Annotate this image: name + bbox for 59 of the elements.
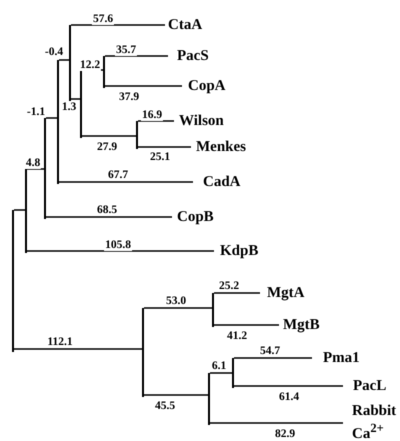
branch-length: 25.1: [148, 151, 172, 163]
branch-length: -1.1: [26, 106, 46, 118]
tree-branch: [138, 120, 174, 122]
taxon-label: Wilson: [174, 112, 224, 130]
branch-length: 68.5: [96, 204, 118, 216]
tree-branch: [46, 216, 172, 218]
taxon-label: PacL: [343, 378, 386, 394]
tree-branch: [138, 146, 191, 148]
tree-branch: [105, 55, 168, 57]
branch-length: 105.8: [104, 239, 132, 251]
branch-length: 45.5: [154, 400, 176, 412]
tree-branch: [46, 117, 57, 119]
branch-length: 112.1: [46, 336, 74, 348]
branch-length: 41.2: [226, 330, 248, 342]
tree-branch: [144, 394, 208, 396]
tree-branch: [234, 385, 343, 387]
branch-length: 82.9: [274, 428, 296, 440]
tree-branch: [14, 348, 142, 350]
branch-length: 25.2: [218, 280, 240, 292]
tree-branch: [59, 181, 193, 183]
tree-branch: [144, 307, 212, 309]
tree-branch: [214, 292, 260, 294]
branch-length: 35.7: [114, 44, 138, 56]
branch-length: 1.3: [60, 101, 78, 113]
tree-branch: [14, 209, 25, 211]
taxon-label: CopA: [182, 78, 226, 94]
branch-length: 16.9: [140, 109, 164, 121]
taxon-label: CtaA: [165, 16, 202, 34]
branch-length: 4.8: [24, 157, 42, 169]
taxon-label: MgtB: [279, 316, 320, 334]
taxon-label: CopB: [172, 208, 214, 226]
tree-branch: [105, 85, 182, 87]
taxon-label: Pma1: [312, 350, 360, 366]
tree-branch: [210, 422, 343, 424]
branch-length: 27.9: [96, 141, 118, 153]
taxon-label: Rabbit Ca$^{2+}$: [343, 403, 394, 441]
branch-length: 37.9: [118, 91, 140, 103]
branch-length: 12.2: [78, 59, 102, 71]
tree-branch: [234, 357, 312, 359]
taxon-label: CadA: [193, 174, 241, 190]
taxon-label: KdpB: [214, 242, 258, 260]
branch-length: 67.7: [106, 169, 130, 181]
tree-branch: [27, 250, 214, 252]
tree-branch: [71, 24, 165, 26]
tree-branch: [210, 372, 232, 374]
branch-length: 54.7: [258, 345, 282, 357]
taxon-label: Menkes: [191, 138, 246, 156]
tree-branch: [59, 59, 69, 61]
branch-length: 57.6: [92, 13, 114, 25]
tree-branch: [71, 98, 80, 100]
tree-branch: [27, 168, 44, 170]
branch-length: 6.1: [210, 360, 228, 372]
tree-branch: [82, 135, 136, 137]
taxon-label: MgtA: [260, 284, 304, 302]
branch-length: 61.4: [278, 391, 300, 403]
taxon-label: PacS: [168, 48, 209, 64]
branch-length: 53.0: [164, 295, 188, 307]
tree-branch: [214, 324, 279, 326]
branch-length: -0.4: [44, 46, 64, 58]
